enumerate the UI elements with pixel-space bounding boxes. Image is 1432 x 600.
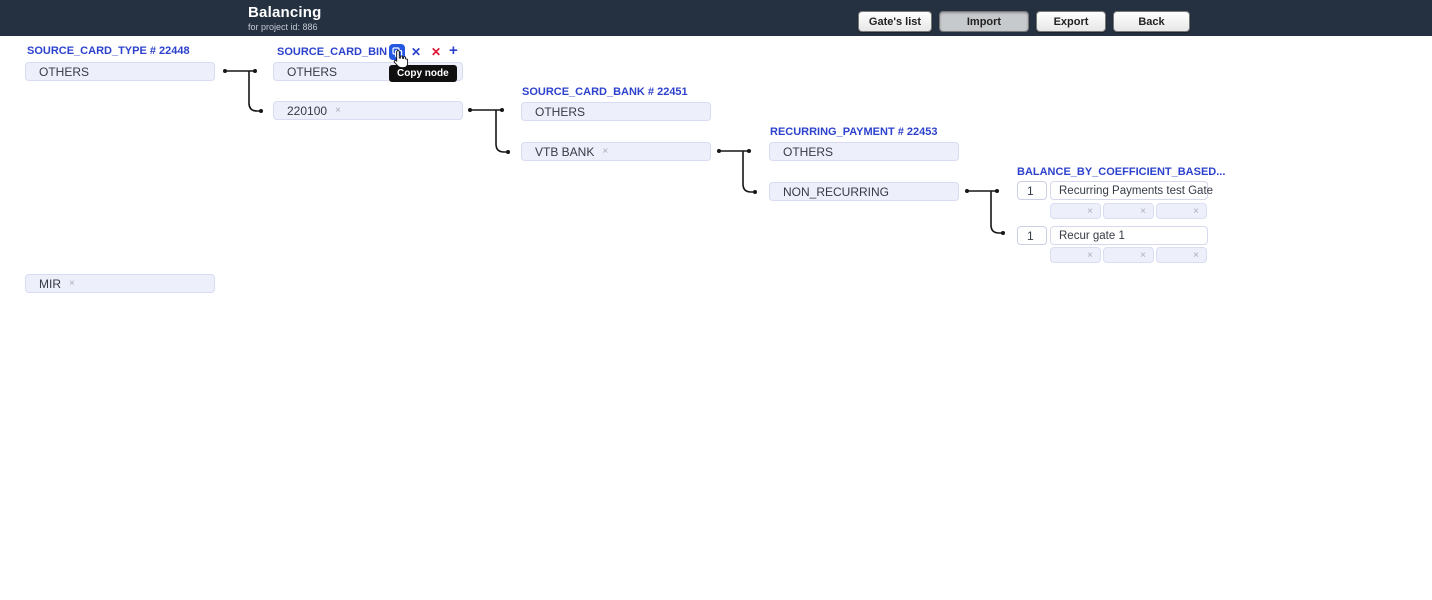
gate-weight-box[interactable]: ×	[1050, 203, 1101, 219]
export-button[interactable]: Export	[1036, 11, 1106, 32]
delete-node-icon[interactable]: ✕	[431, 45, 442, 59]
gate-weight-box[interactable]: ×	[1103, 203, 1154, 219]
gates-list-button[interactable]: Gate's list	[858, 11, 932, 32]
node-value-label: VTB BANK	[535, 144, 595, 159]
back-button[interactable]: Back	[1113, 11, 1190, 32]
node-value-mir[interactable]: MIR ×	[25, 274, 215, 293]
gate-coefficient-value: 1	[1027, 183, 1034, 198]
node-value-others[interactable]: OTHERS	[25, 62, 215, 81]
node-value-label: NON_RECURRING	[783, 184, 890, 199]
gate-weight-box[interactable]: ×	[1103, 247, 1154, 263]
gate-weight-box[interactable]: ×	[1156, 247, 1207, 263]
node-value-label: OTHERS	[783, 144, 834, 159]
remove-weight-icon[interactable]: ×	[1087, 249, 1093, 261]
copy-node-tooltip: Copy node	[389, 65, 457, 82]
remove-weight-icon[interactable]: ×	[1140, 249, 1146, 261]
column-title-source-card-type: SOURCE_CARD_TYPE # 22448	[27, 45, 190, 57]
remove-value-icon[interactable]: ×	[69, 278, 75, 289]
gate-weight-box[interactable]: ×	[1156, 203, 1207, 219]
gate-name-label: Recurring Payments test Gate	[1059, 184, 1214, 197]
column-title-recurring-payment: RECURRING_PAYMENT # 22453	[770, 126, 938, 138]
gate-weight-box[interactable]: ×	[1050, 247, 1101, 263]
gate-coefficient-input[interactable]: 1	[1017, 181, 1047, 200]
column-title-source-card-bin: SOURCE_CARD_BIN ...	[277, 46, 400, 58]
import-button[interactable]: Import	[939, 11, 1029, 32]
header-button-row: Gate's list Import Export Back	[858, 11, 1190, 32]
node-value-label: 220100	[287, 103, 328, 118]
remove-weight-icon[interactable]: ×	[1193, 249, 1199, 261]
column-title-source-card-bank: SOURCE_CARD_BANK # 22451	[522, 86, 688, 98]
node-value-vtb-bank[interactable]: VTB BANK ×	[521, 142, 711, 161]
node-value-220100[interactable]: 220100 ×	[273, 101, 463, 120]
project-id-subtitle: for project id: 886	[248, 22, 318, 32]
node-value-others[interactable]: OTHERS	[521, 102, 711, 121]
node-value-label: MIR	[39, 276, 61, 291]
remove-weight-icon[interactable]: ×	[1193, 205, 1199, 217]
node-value-label: OTHERS	[39, 64, 90, 79]
column-title-balance-by-coefficient: BALANCE_BY_COEFFICIENT_BASED...	[1017, 166, 1226, 178]
page-title: Balancing	[248, 4, 322, 21]
remove-value-icon[interactable]: ×	[335, 105, 341, 116]
add-node-icon[interactable]: +	[449, 42, 458, 59]
node-value-others[interactable]: OTHERS	[769, 142, 959, 161]
node-value-label: OTHERS	[287, 64, 338, 79]
gate-coefficient-input[interactable]: 1	[1017, 226, 1047, 245]
gate-name-box[interactable]: Recurring Payments test Gate	[1050, 181, 1213, 200]
node-value-non-recurring[interactable]: NON_RECURRING	[769, 182, 959, 201]
node-value-label: OTHERS	[535, 104, 586, 119]
cut-node-icon[interactable]: ✕	[411, 45, 422, 59]
gate-name-box[interactable]: Recur gate 1	[1050, 226, 1208, 245]
gate-name-label: Recur gate 1	[1059, 229, 1125, 242]
remove-value-icon[interactable]: ×	[602, 146, 609, 157]
app-header: Balancing for project id: 886 Gate's lis…	[0, 0, 1432, 36]
remove-weight-icon[interactable]: ×	[1087, 205, 1093, 217]
mouse-cursor-icon	[392, 49, 409, 74]
gate-coefficient-value: 1	[1027, 228, 1034, 243]
remove-weight-icon[interactable]: ×	[1140, 205, 1146, 217]
